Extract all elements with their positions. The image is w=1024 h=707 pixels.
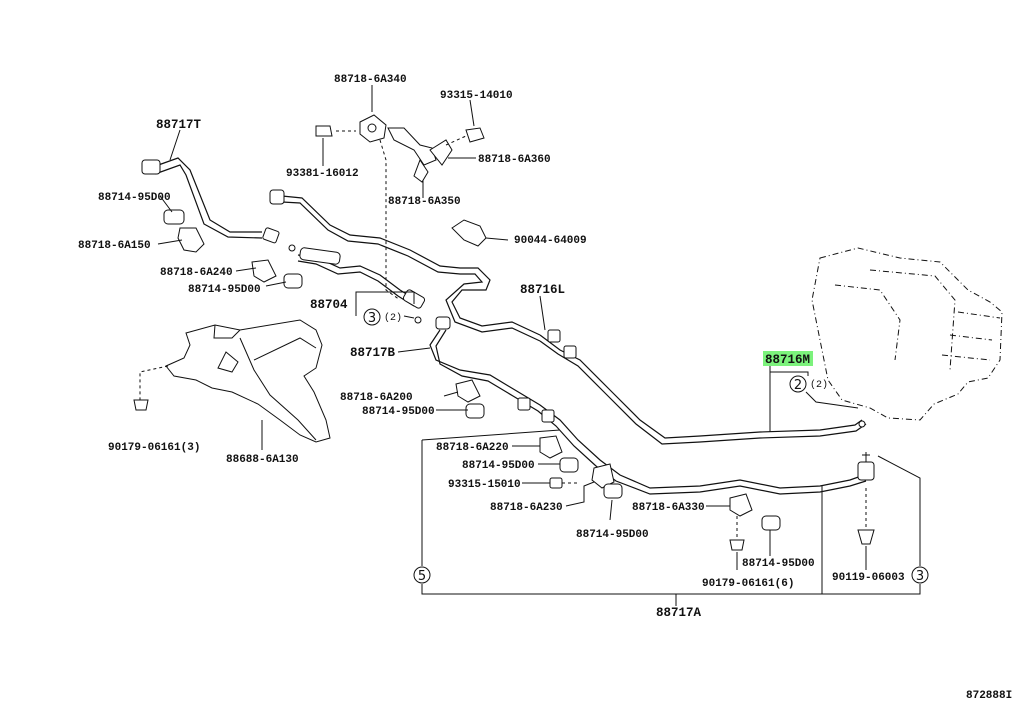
end-connector	[857, 420, 875, 481]
label-88718-6a330: 88718-6A330	[632, 502, 705, 514]
clamp-90044-64009	[451, 219, 509, 247]
callout-5: 5	[413, 566, 431, 584]
label-88704: 88704	[310, 298, 348, 312]
callout-3-upper: 3 (2)	[363, 308, 402, 326]
pipe-88716l	[539, 329, 867, 445]
label-88718-6a230: 88718-6A230	[490, 502, 563, 514]
pipe-88704-upper	[269, 189, 541, 342]
label-88714-95d00-f: 88714-95D00	[742, 558, 815, 570]
callout-5-number: 5	[418, 569, 426, 584]
callout-2-number: 2	[794, 378, 802, 393]
label-88716m: 88716M	[765, 353, 810, 367]
clamp-88718-6a230	[549, 463, 623, 499]
label-88714-95d00-a: 88714-95D00	[98, 192, 171, 204]
bolt-90119-06003	[857, 488, 875, 545]
label-88688-6a130: 88688-6A130	[226, 454, 299, 466]
callout-3-lower: 3	[911, 566, 929, 584]
clamp-88718-6a200	[455, 379, 485, 419]
clamp-88718-6a330	[729, 493, 781, 551]
callout-3-number: 3	[368, 311, 376, 326]
pipe-88717a	[429, 316, 867, 495]
callout-2: 2 (2)	[789, 375, 828, 393]
label-88718-6a240: 88718-6A240	[160, 267, 233, 279]
label-88718-6a340: 88718-6A340	[334, 74, 407, 86]
label-88714-95d00-e: 88714-95D00	[576, 529, 649, 541]
shield-88688-6a130	[133, 319, 331, 450]
clamp-88718-6a340	[315, 114, 401, 301]
pipe-88717t	[141, 157, 280, 244]
clamp-88718-6a360	[429, 127, 485, 166]
label-88718-6a220: 88718-6A220	[436, 442, 509, 454]
callout-2-qty: (2)	[810, 379, 828, 391]
label-93315-14010: 93315-14010	[440, 90, 513, 102]
highlight-box	[763, 351, 813, 366]
label-93381-16012: 93381-16012	[286, 168, 359, 180]
label-88718-6a360: 88718-6A360	[478, 154, 551, 166]
leader-lines	[157, 85, 921, 606]
label-88718-6a150: 88718-6A150	[78, 240, 151, 252]
label-88716l: 88716L	[520, 283, 565, 297]
label-90044-64009: 90044-64009	[514, 235, 587, 247]
callout-3-lower-number: 3	[916, 569, 924, 584]
clamp-88718-6a220	[539, 435, 579, 473]
label-88714-95d00-d: 88714-95D00	[462, 460, 535, 472]
label-93315-15010: 93315-15010	[448, 479, 521, 491]
engine-outline	[811, 247, 1003, 421]
clamp-88718-6a240	[251, 244, 422, 324]
label-88718-6a200: 88718-6A200	[340, 392, 413, 404]
label-88718-6a350: 88718-6A350	[388, 196, 461, 208]
label-90179-06161-6: 90179-06161(6)	[702, 578, 794, 590]
label-90119-06003: 90119-06003	[832, 572, 905, 584]
label-88717t: 88717T	[156, 118, 202, 132]
label-88717a: 88717A	[656, 606, 702, 620]
callout-3-qty: (2)	[384, 312, 402, 324]
label-88716m-highlighted[interactable]: 88716M	[763, 351, 813, 367]
bracket-88718-6a350	[387, 127, 437, 195]
clamp-88718-6a150	[163, 209, 205, 253]
label-88717b: 88717B	[350, 346, 396, 360]
label-88714-95d00-c: 88714-95D00	[362, 406, 435, 418]
diagram-id: 872888I	[966, 690, 1012, 702]
label-88714-95d00-b: 88714-95D00	[188, 284, 261, 296]
label-90179-06161-3: 90179-06161(3)	[108, 442, 200, 454]
